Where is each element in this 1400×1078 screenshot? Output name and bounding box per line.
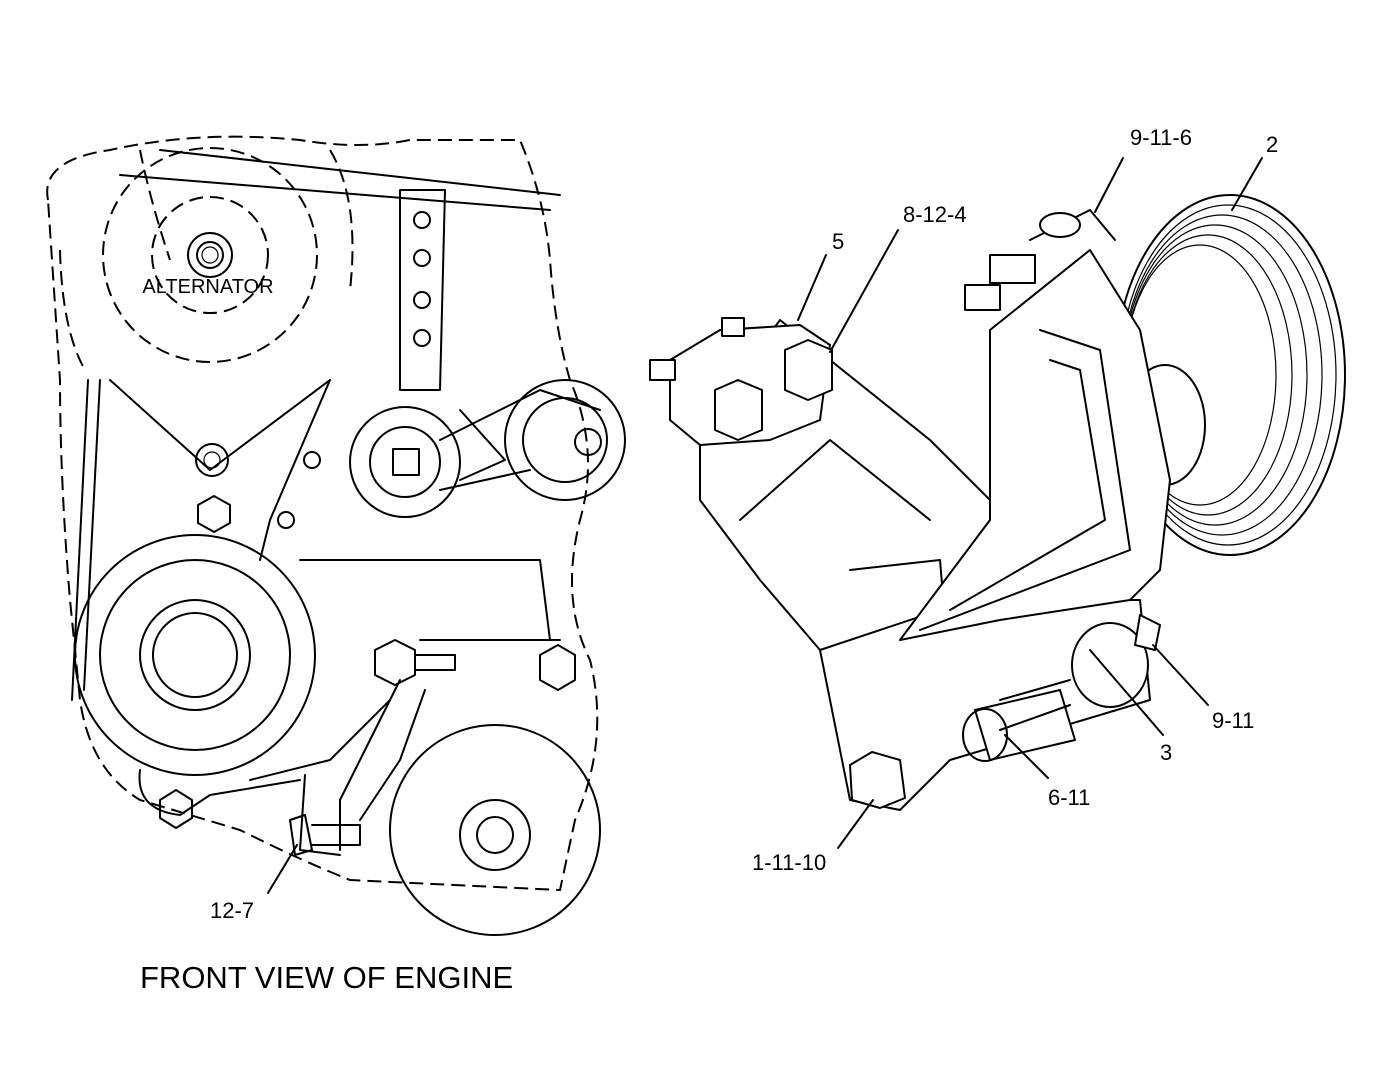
tensioner-bracket-assembly (649, 194, 1346, 811)
diagram-caption: FRONT VIEW OF ENGINE (140, 960, 513, 995)
idler-pulley (74, 534, 316, 776)
alternator-pulley (102, 147, 318, 363)
belt-tensioner (349, 379, 626, 518)
engine-front-view (46, 135, 626, 936)
callout-12-7: 12-7 (210, 898, 254, 923)
adjuster-rod (962, 614, 1161, 762)
callout-5: 5 (832, 229, 844, 254)
callout-3: 3 (1160, 740, 1172, 765)
callout-2: 2 (1266, 132, 1278, 157)
alternator-label: ALTERNATOR (142, 276, 273, 298)
callout-6-11: 6-11 (1048, 785, 1090, 810)
leader-lines (267, 157, 1263, 894)
callout-1-11-10: 1-11-10 (752, 850, 826, 875)
callout-9-11-6: 9-11-6 (1130, 125, 1192, 150)
callout-8-12-4: 8-12-4 (903, 202, 967, 227)
callout-9-11: 9-11 (1212, 708, 1254, 733)
bolt-5 (649, 317, 833, 446)
